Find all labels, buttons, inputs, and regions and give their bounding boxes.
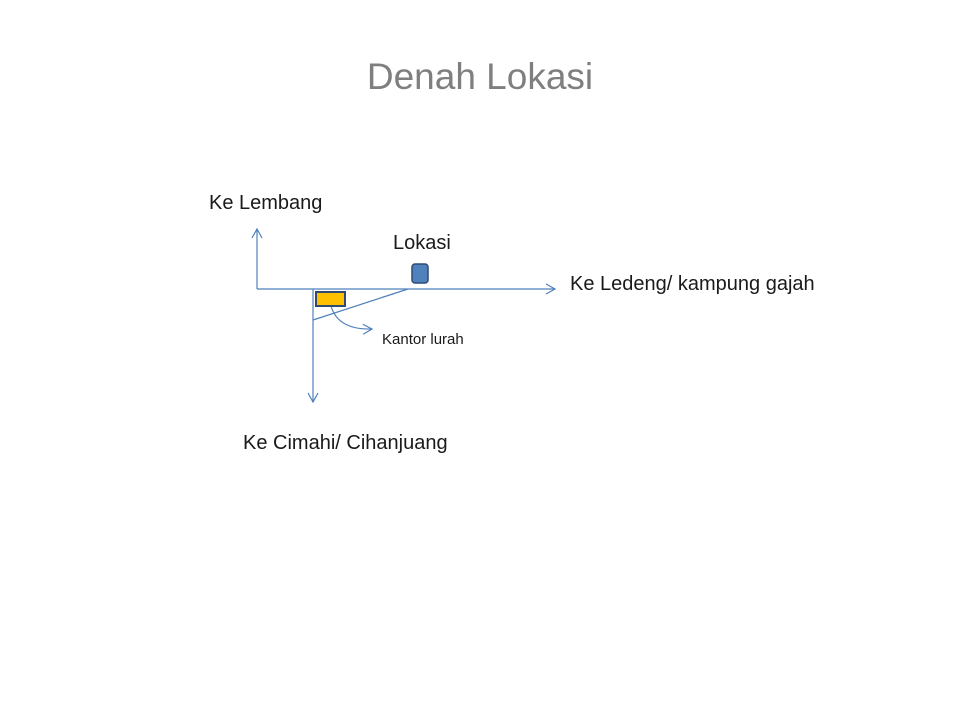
label-office: Kantor lurah — [382, 331, 464, 348]
office-pointer-arrow — [330, 305, 374, 335]
label-to-lembang: Ke Lembang — [209, 192, 323, 214]
road-diagonal — [312, 288, 409, 321]
slide-title: Denah Lokasi — [366, 56, 594, 97]
location-marker — [411, 263, 429, 284]
label-to-cimahi: Ke Cimahi/ Cihanjuang — [243, 432, 448, 454]
label-location: Lokasi — [393, 232, 451, 254]
office-marker — [315, 291, 346, 307]
label-to-ledeng: Ke Ledeng/ kampung gajah — [570, 273, 815, 295]
